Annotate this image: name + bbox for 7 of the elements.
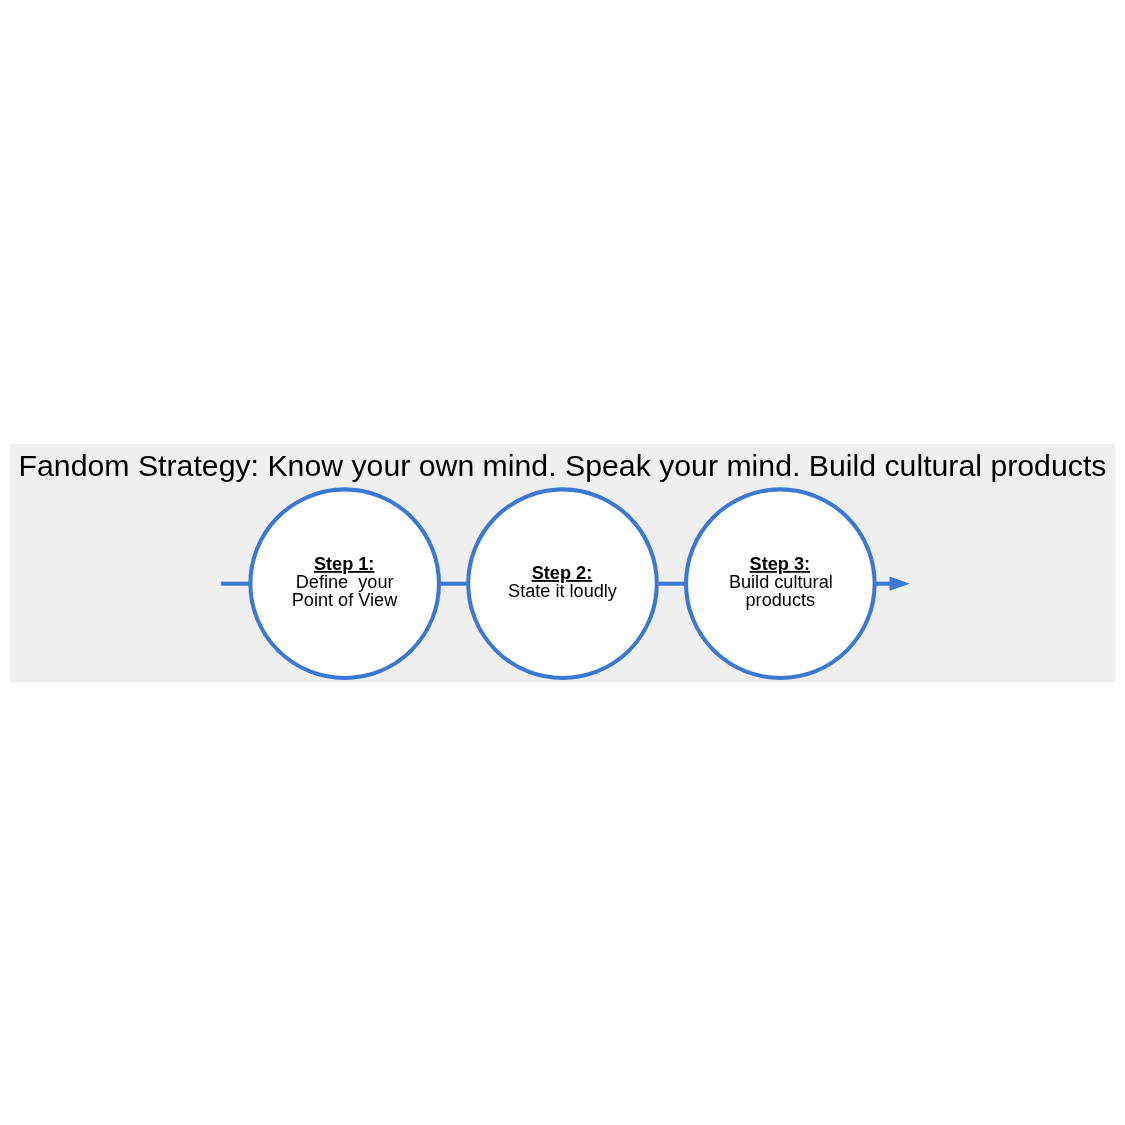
node-circle: Step 1: Define your Point of View: [248, 486, 441, 680]
diagram-title: Fandom Strategy: Know your own mind. Speak your mind. Build cultural products: [18, 448, 1107, 482]
connector: [439, 581, 468, 586]
node-circle: Step 3: Build cultural products: [684, 486, 877, 680]
connector: [221, 581, 251, 586]
node-circle: Step 2: State it loudly: [466, 486, 659, 680]
connector: [656, 581, 686, 586]
